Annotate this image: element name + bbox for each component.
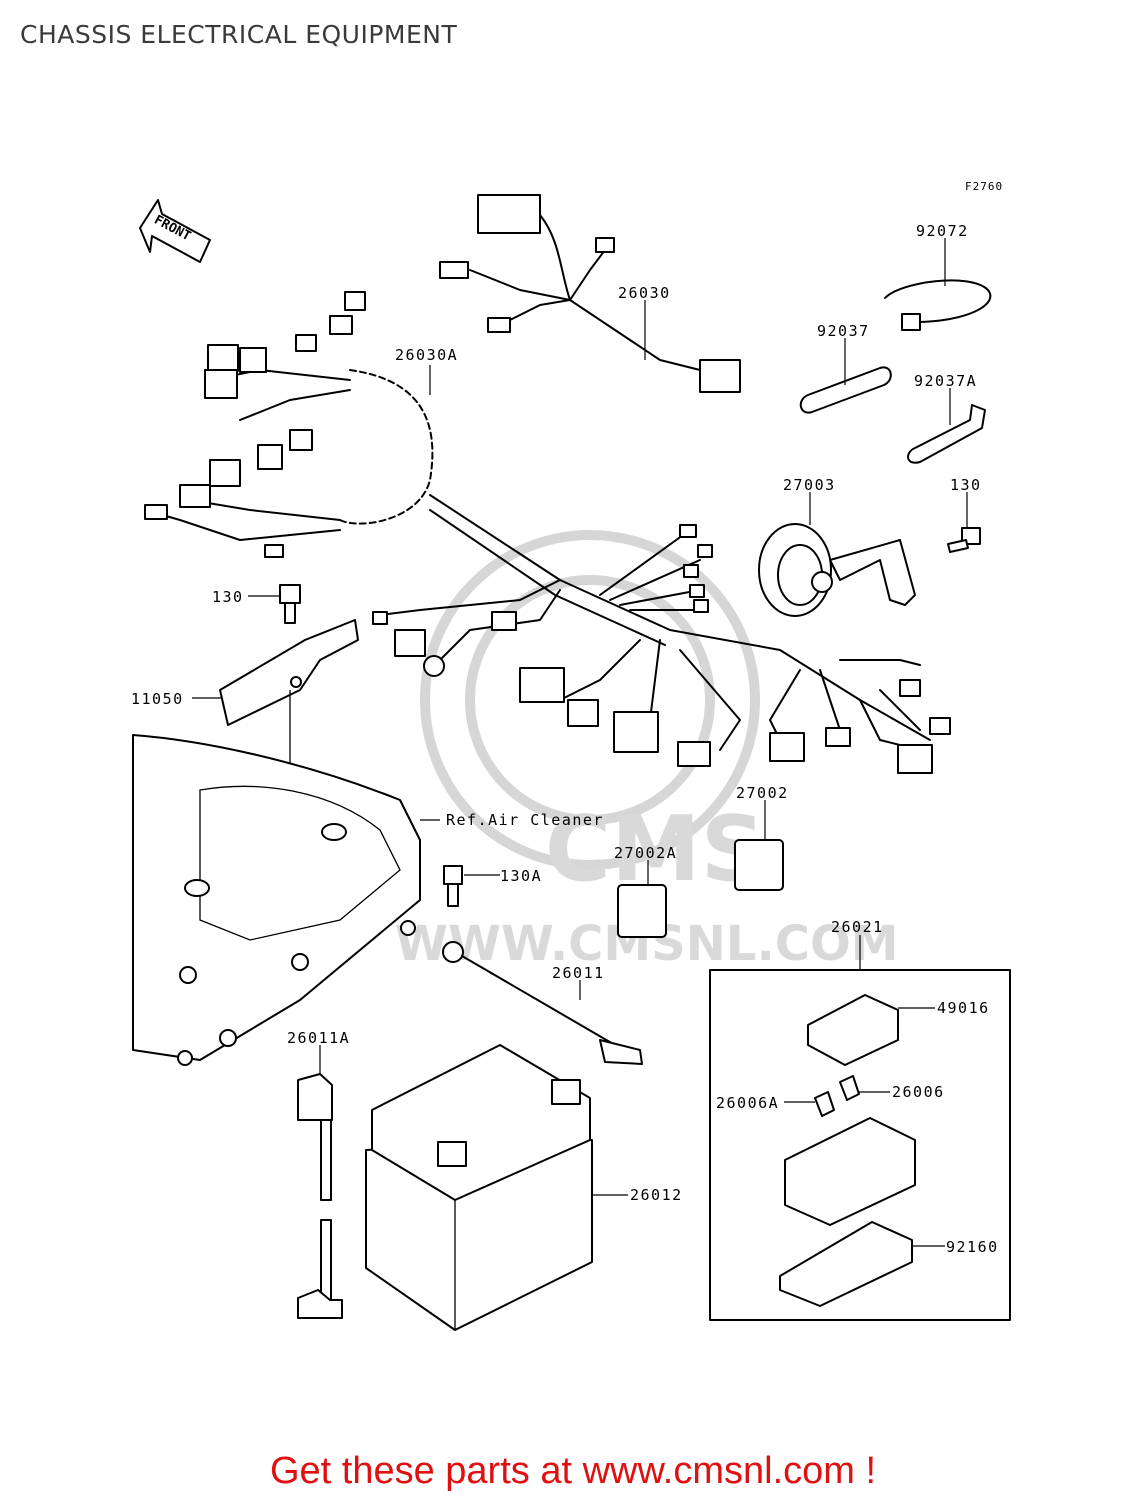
label-92037A: 92037A: [914, 372, 977, 390]
cover-49016: [807, 994, 899, 1066]
sub-harness-26030: [439, 194, 741, 393]
fuse-26006: [839, 1075, 860, 1101]
horn-27003: [758, 523, 916, 617]
label-92037: 92037: [817, 322, 870, 340]
main-harness-26030A: [144, 291, 951, 774]
lead-26011A: [297, 1073, 343, 1319]
label-26030: 26030: [618, 284, 671, 302]
cover-92160: [779, 1221, 913, 1307]
label-27003: 27003: [783, 476, 836, 494]
label-27002A: 27002A: [614, 844, 677, 862]
label-92160: 92160: [946, 1238, 999, 1256]
clamp-92037A: [907, 404, 986, 464]
fuse-26006A: [814, 1091, 835, 1117]
part-labels: 92072 26030 92037 26030A 92037A 27003 13…: [131, 222, 999, 1256]
label-26011A: 26011A: [287, 1029, 350, 1047]
label-11050: 11050: [131, 690, 184, 708]
fuse-box: [784, 1117, 916, 1226]
promo-link[interactable]: Get these parts at www.cmsnl.com !: [269, 1450, 877, 1492]
bolt-130-left: [279, 584, 301, 624]
label-26011: 26011: [552, 964, 605, 982]
bolt-130-right: [947, 527, 981, 553]
label-26021: 26021: [831, 918, 884, 936]
label-26012: 26012: [630, 1186, 683, 1204]
battery-26012: [365, 1044, 593, 1331]
air-cleaner-housing: [132, 734, 421, 1066]
label-26006A: 26006A: [716, 1094, 779, 1112]
lead-26011: [442, 941, 643, 1065]
label-130-right: 130: [950, 476, 982, 494]
band-92072: [884, 279, 992, 331]
fuse-box-group-26021: [709, 969, 1011, 1321]
relay-27002: [734, 839, 784, 891]
label-27002: 27002: [736, 784, 789, 802]
label-92072: 92072: [916, 222, 969, 240]
relay-27002A: [617, 884, 667, 938]
leader-lines: [192, 238, 968, 1247]
clamp-92037: [799, 366, 892, 414]
page-title: CHASSIS ELECTRICAL EQUIPMENT: [20, 20, 458, 49]
label-26030A: 26030A: [395, 346, 458, 364]
label-49016: 49016: [937, 999, 990, 1017]
label-26006: 26006: [892, 1083, 945, 1101]
bolt-130A: [443, 865, 463, 907]
front-arrow-icon: FRONT: [139, 199, 211, 263]
reference-note: Ref.Air Cleaner: [446, 811, 604, 829]
figure-code: F2760: [965, 180, 1003, 193]
label-130A: 130A: [500, 867, 542, 885]
label-130-left: 130: [212, 588, 244, 606]
